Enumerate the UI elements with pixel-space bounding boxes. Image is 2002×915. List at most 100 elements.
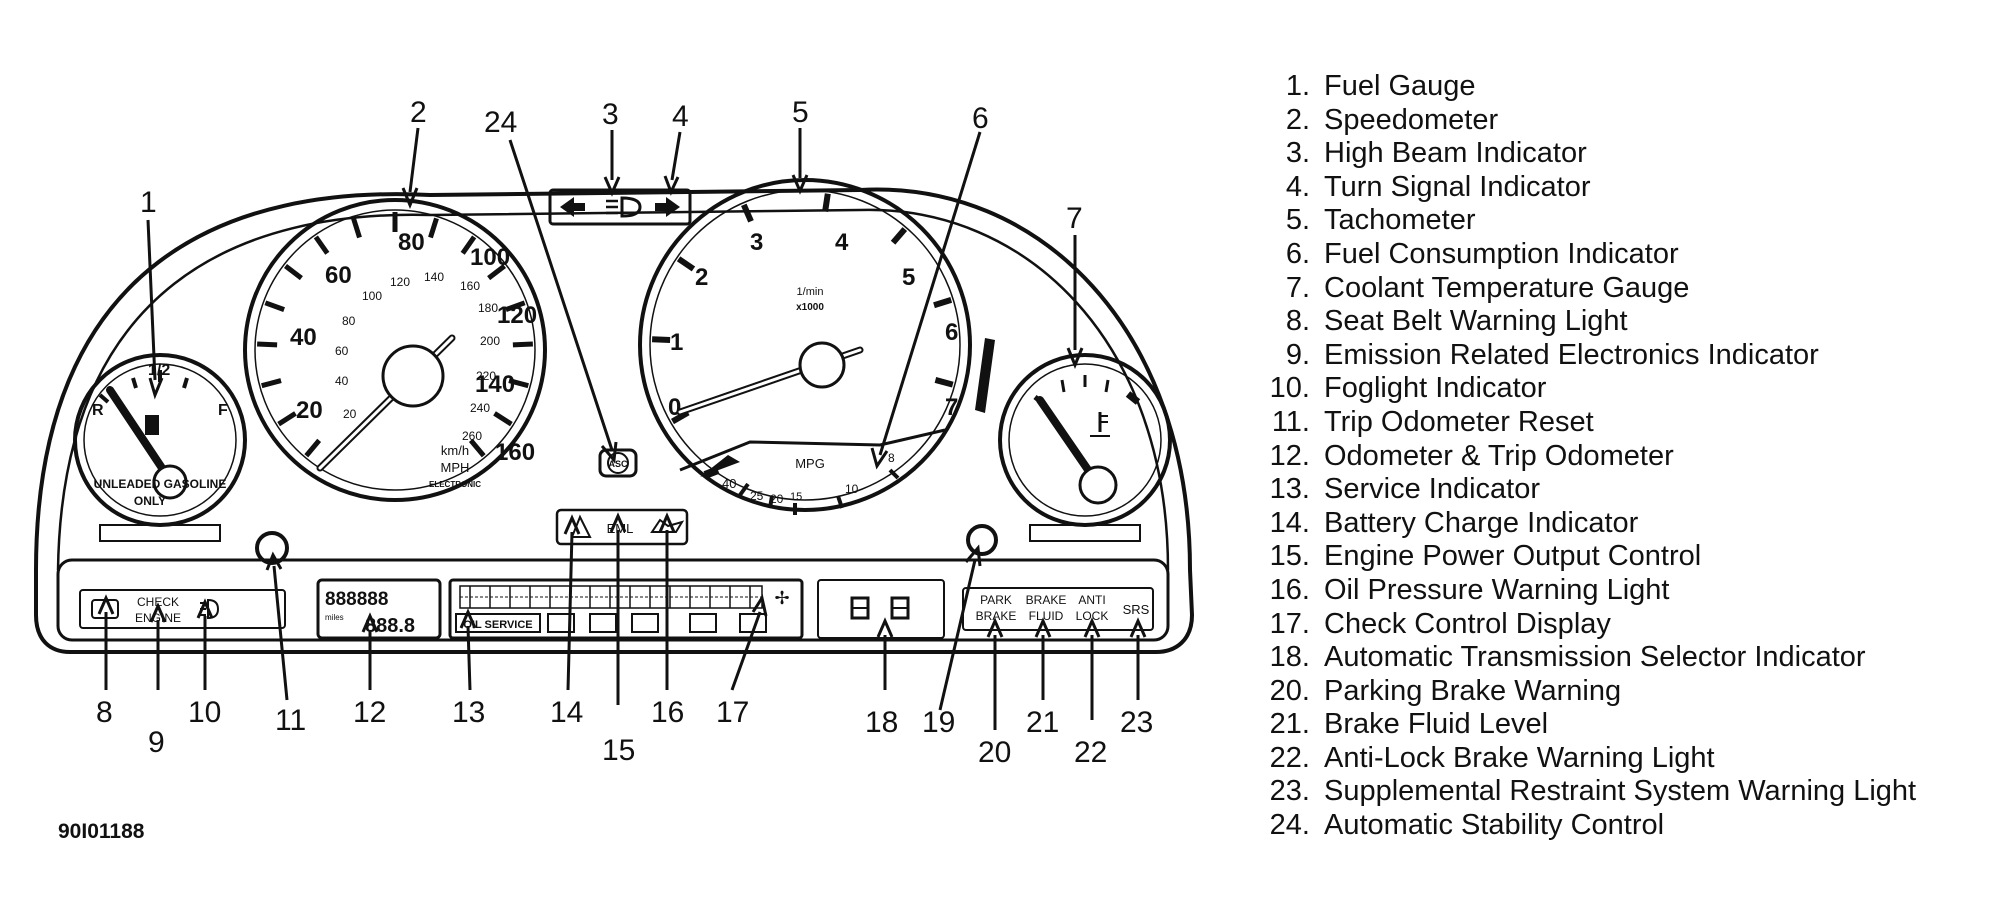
- gauge-tick: [822, 193, 831, 212]
- mpg-40: 40: [722, 476, 736, 491]
- tach-redline: [975, 338, 995, 413]
- legend-item-number: 21.: [1269, 708, 1310, 741]
- tach-4: 4: [835, 229, 849, 256]
- legend-item: 23. Supplemental Restraint System Warning…: [1250, 775, 1916, 809]
- legend-item: 11.Trip Odometer Reset: [1250, 406, 1916, 440]
- left-warning-panel: CHECK ENGINE: [79, 589, 286, 629]
- gauge-tick: [283, 264, 303, 281]
- mph-80: 80: [398, 229, 425, 256]
- brake-srs-panel: PARK BRAKE BRAKE FLUID ANTI LOCK SRS: [962, 587, 1154, 631]
- check-engine-line2: ENGINE: [135, 611, 181, 625]
- asc-label: ASC: [608, 459, 628, 469]
- park-brake-line1: PARK: [980, 593, 1012, 607]
- legend-item-label: Engine Power Output Control: [1324, 540, 1702, 573]
- legend-item-label: Trip Odometer Reset: [1324, 405, 1594, 438]
- legend-item: 1. Fuel Gauge: [1250, 70, 1916, 104]
- legend-item: 5.Tachometer: [1250, 204, 1916, 238]
- callout-numbers: 1 2 3 4 5 6 7 8 9 10 11 12 13 14 15 16 1…: [96, 96, 1153, 769]
- gauge-tick: [512, 341, 533, 348]
- legend-item-label: Seat Belt Warning Light: [1324, 305, 1628, 338]
- tach-3: 3: [750, 229, 763, 256]
- service-check-control-display: ✢ OIL SERVICE: [448, 578, 804, 640]
- legend-item-number: 16.: [1269, 573, 1310, 606]
- fuel-gauge: R 1/2 F UNLEADED GASOLINE ONLY: [73, 353, 247, 527]
- legend-item-label: Battery Charge Indicator: [1324, 506, 1639, 539]
- legend-item-number: 5.: [1285, 204, 1310, 237]
- anti-lock-line2: LOCK: [1076, 609, 1109, 623]
- legend-item: 20.Parking Brake Warning: [1250, 675, 1916, 709]
- legend-item-label: Automatic Transmission Selector Indicato…: [1324, 641, 1866, 674]
- mph-40: 40: [290, 324, 317, 351]
- tach-1: 1: [670, 329, 683, 356]
- gauge-tick: [934, 377, 954, 388]
- kmh-220: 220: [476, 369, 496, 383]
- callout-4: 4: [672, 100, 689, 133]
- legend-item: 16. Oil Pressure Warning Light: [1250, 574, 1916, 608]
- mpg-gauge: MPG 40 25 20 15 10 8: [679, 428, 946, 515]
- callout-1: 1: [140, 186, 157, 219]
- fuel-empty-label: R: [92, 402, 104, 419]
- legend-item-number: 1.: [1285, 70, 1310, 102]
- legend-item-number: 4.: [1285, 170, 1310, 203]
- gauge-tick: [741, 203, 754, 223]
- legend-item: 4.Turn Signal Indicator: [1250, 171, 1916, 205]
- legend-item: 18.Automatic Transmission Selector Indic…: [1250, 641, 1916, 675]
- tach-unit1: 1/min: [797, 286, 824, 298]
- gauge-tick: [933, 297, 953, 309]
- legend-item-label: Fuel Gauge: [1324, 70, 1476, 102]
- legend-item: 8.Seat Belt Warning Light: [1250, 305, 1916, 339]
- legend-item-label: Oil Pressure Warning Light: [1324, 573, 1670, 606]
- tachometer: 0 1 2 3 4 5 6 7 1/min x1000: [638, 178, 995, 512]
- mpg-label: MPG: [795, 456, 825, 471]
- brake-fluid-line1: BRAKE: [1026, 593, 1067, 607]
- gauge-tick: [468, 438, 486, 458]
- instrument-cluster-diagram: R 1/2 F UNLEADED GASOLINE ONLY 20 40 60 …: [34, 96, 1195, 769]
- gauge-tick: [257, 341, 278, 348]
- legend-item-number: 10.: [1269, 372, 1310, 405]
- legend-item-number: 24.: [1269, 809, 1310, 842]
- gauge-tick: [670, 409, 690, 425]
- legend-item-number: 15.: [1269, 540, 1310, 573]
- mph-160: 160: [495, 439, 535, 466]
- callout-7: 7: [1066, 202, 1083, 235]
- gauge-tick: [428, 217, 439, 239]
- gauge-tick: [277, 411, 297, 427]
- legend-item: 15. Engine Power Output Control: [1250, 540, 1916, 574]
- callout-14: 14: [550, 696, 583, 729]
- callout-22: 22: [1074, 736, 1107, 769]
- legend-item-number: 7.: [1285, 271, 1310, 304]
- legend-item-label: Brake Fluid Level: [1324, 708, 1549, 741]
- callout-3: 3: [602, 98, 619, 131]
- callout-21: 21: [1026, 706, 1059, 739]
- callout-2: 2: [410, 96, 427, 129]
- mph-120: 120: [497, 302, 537, 329]
- odometer-unit: miles: [325, 613, 344, 622]
- figure-code: 90I01188: [58, 820, 145, 843]
- trip-reset-knob: [255, 531, 289, 565]
- callout-11: 11: [275, 704, 306, 737]
- gauge-tick: [508, 378, 529, 389]
- gauge-tick: [676, 256, 696, 272]
- mpg-25: 25: [750, 489, 764, 503]
- legend-item-number: 6.: [1285, 237, 1310, 270]
- anti-lock-line1: ANTI: [1078, 593, 1105, 607]
- brake-fluid-line2: FLUID: [1029, 609, 1064, 623]
- kmh-240: 240: [470, 401, 490, 415]
- fuel-full-label: F: [218, 402, 228, 419]
- kmh-40: 40: [335, 374, 349, 388]
- legend-item-number: 2.: [1285, 103, 1310, 136]
- cluster-housing: [34, 187, 1195, 654]
- tach-5: 5: [902, 264, 915, 291]
- legend-item-number: 23.: [1269, 775, 1310, 808]
- legend-item-label: Speedometer: [1324, 103, 1499, 136]
- callout-leader-lines: [97, 127, 1147, 730]
- gauge-tick: [487, 264, 507, 281]
- gauge-tick: [261, 378, 282, 389]
- fuel-half-label: 1/2: [148, 362, 170, 379]
- legend-item-label: Supplemental Restraint System Warning Li…: [1324, 775, 1917, 808]
- callout-15: 15: [602, 734, 635, 767]
- transmission-selector-display: [817, 579, 945, 639]
- legend-item: 2. Speedometer: [1250, 104, 1916, 138]
- speedometer-ticks: [257, 212, 533, 458]
- mph-140: 140: [475, 371, 515, 398]
